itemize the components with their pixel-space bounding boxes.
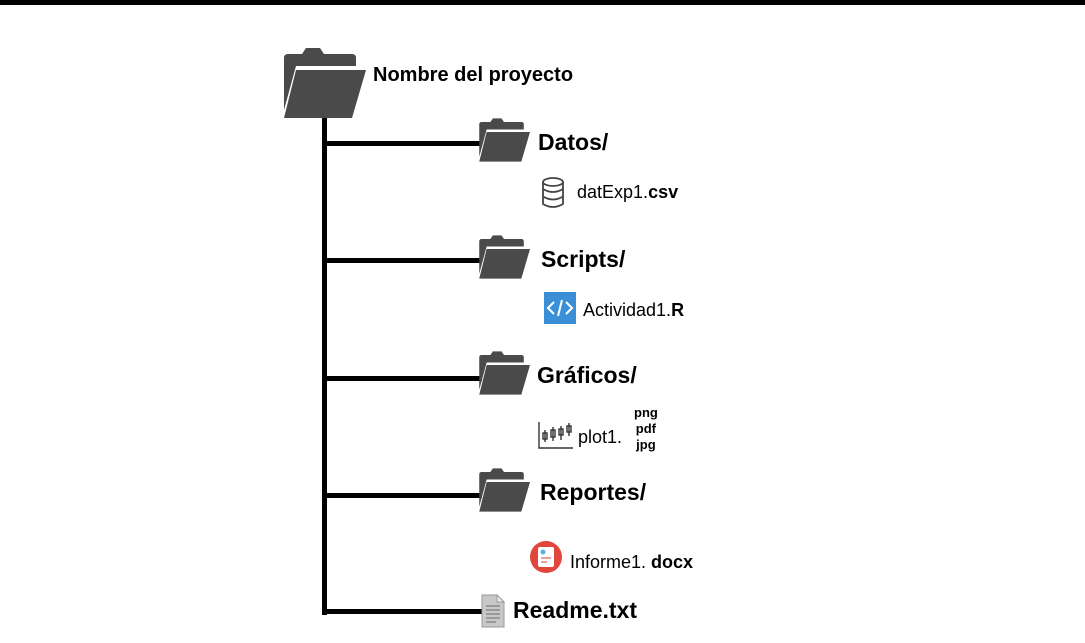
text-file-icon [481, 594, 506, 628]
file-extension: R [671, 300, 685, 320]
readme-label[interactable]: Readme.txt [513, 597, 637, 623]
tree-trunk-line [322, 110, 327, 615]
database-icon [542, 177, 564, 208]
top-border [0, 0, 1085, 5]
folder-icon [479, 468, 530, 512]
file-extension-options: png pdf jpg [634, 405, 658, 453]
file-informe1[interactable]: Informe1. docx [570, 552, 693, 573]
file-extension-pdf: pdf [635, 421, 657, 436]
file-extension: csv [648, 182, 679, 202]
folder-label-reportes[interactable]: Reportes/ [540, 479, 647, 505]
branch-line-graficos [322, 376, 482, 381]
code-icon [544, 292, 576, 324]
folder-icon [479, 235, 530, 279]
file-actividad1[interactable]: Actividad1.R [583, 300, 684, 321]
folder-label-scripts[interactable]: Scripts/ [541, 246, 626, 272]
file-name: datExp1. [577, 182, 649, 202]
file-extension: docx [651, 552, 694, 572]
root-folder-label[interactable]: Nombre del proyecto [373, 64, 574, 86]
branch-line-reportes [322, 493, 482, 498]
branch-line-readme [322, 609, 482, 614]
branch-line-datos [322, 141, 482, 146]
file-extension-jpg: jpg [636, 437, 656, 452]
file-name: Informe1. [570, 552, 652, 572]
branch-line-scripts [322, 258, 482, 263]
folder-icon [479, 351, 530, 395]
report-icon [530, 541, 562, 573]
file-name: Actividad1. [583, 300, 672, 320]
file-plot1-name[interactable]: plot1. [578, 427, 623, 447]
file-extension-png: png [634, 405, 658, 420]
folder-label-graficos[interactable]: Gráficos/ [537, 362, 637, 388]
folder-label-datos[interactable]: Datos/ [538, 129, 609, 155]
candlestick-chart-icon [538, 422, 573, 449]
file-datexp1[interactable]: datExp1.csv [577, 182, 678, 203]
folder-icon [284, 48, 366, 118]
folder-icon [479, 118, 530, 162]
